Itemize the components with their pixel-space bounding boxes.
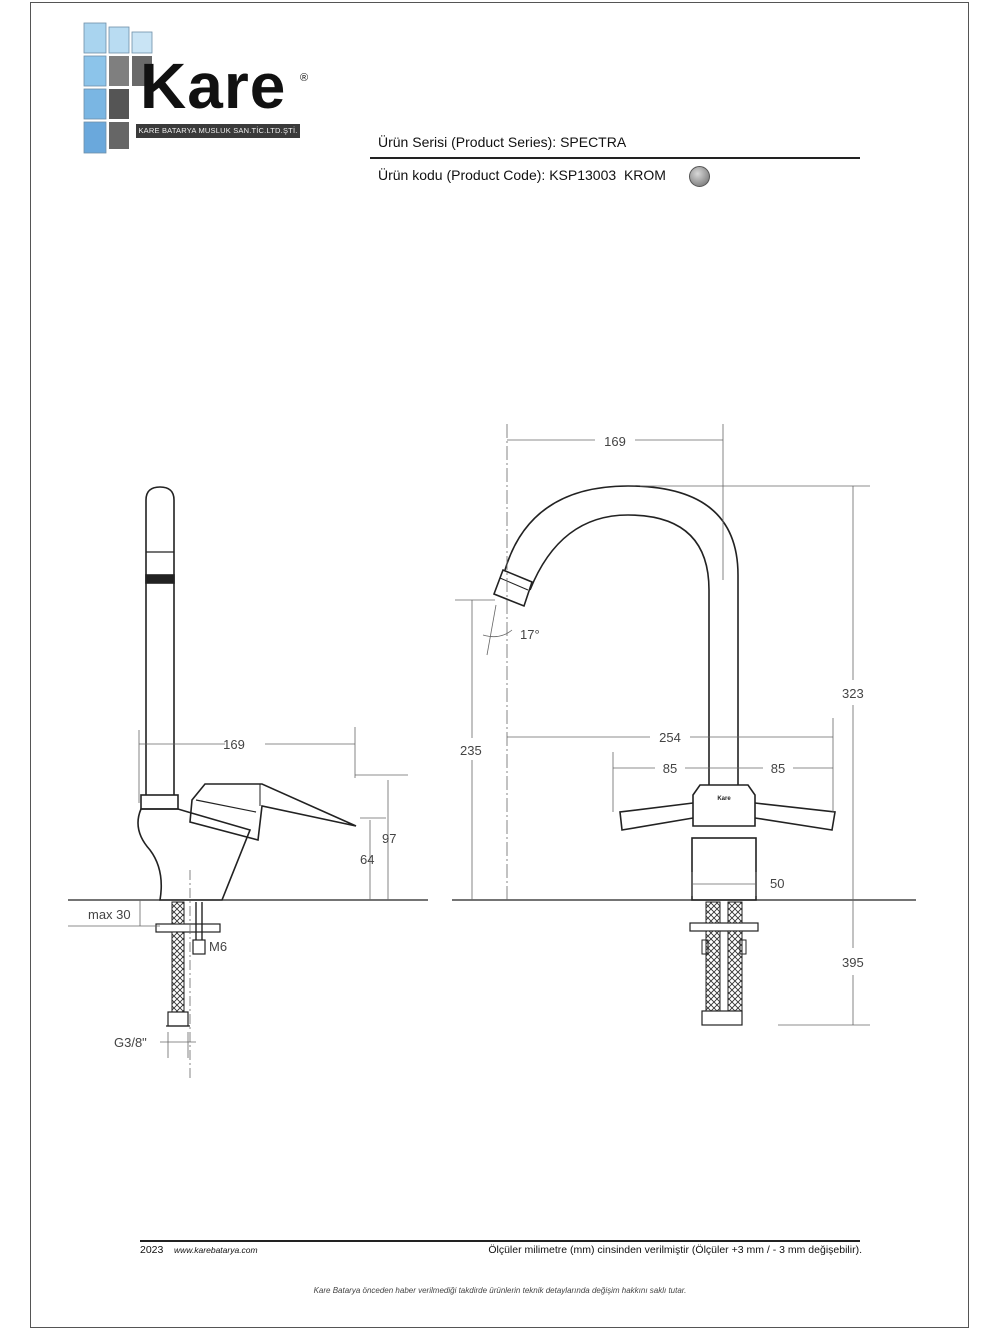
product-code-line: Ürün kodu (Product Code): KSP13003 KROM bbox=[378, 167, 666, 183]
side-collar bbox=[140, 794, 179, 810]
front-spout-outer bbox=[504, 485, 739, 785]
code-value: KSP13003 bbox=[549, 167, 617, 183]
side-mount-plate bbox=[155, 923, 221, 933]
side-thread-label: G3/8" bbox=[114, 1035, 147, 1050]
side-max-thickness-label: max 30 bbox=[88, 907, 131, 922]
front-top-width-label: 169 bbox=[604, 434, 626, 449]
footer-note: Ölçüler milimetre (mm) cinsinden verilmi… bbox=[488, 1244, 862, 1256]
series-value: SPECTRA bbox=[560, 134, 627, 150]
front-total-height-label: 323 bbox=[842, 686, 864, 701]
code-label: Ürün kodu (Product Code): bbox=[378, 167, 546, 183]
front-view bbox=[452, 485, 916, 1026]
series-label: Ürün Serisi (Product Series): bbox=[378, 134, 557, 150]
finish-swatch bbox=[689, 166, 710, 187]
front-lever-head bbox=[692, 784, 756, 827]
side-hose bbox=[171, 931, 185, 1013]
footer-disclaimer: Kare Batarya önceden haber verilmediği t… bbox=[313, 1286, 687, 1295]
front-right-offset-label: 85 bbox=[771, 761, 785, 776]
page-frame bbox=[30, 2, 969, 1328]
front-lever-right bbox=[754, 802, 836, 831]
footer-year: 2023 bbox=[140, 1244, 164, 1256]
front-hose-length-label: 395 bbox=[842, 955, 864, 970]
side-lever bbox=[189, 783, 357, 842]
front-spout-height-label: 235 bbox=[460, 743, 482, 758]
kare-logo bbox=[83, 22, 153, 154]
side-bolt-label: M6 bbox=[209, 939, 227, 954]
front-view-dimensions bbox=[455, 424, 870, 1026]
brand-name: Kare bbox=[140, 50, 287, 122]
side-spout-column bbox=[145, 486, 175, 795]
front-spout-tip bbox=[492, 568, 533, 608]
side-aerator bbox=[145, 574, 175, 584]
front-lever-left bbox=[619, 802, 694, 831]
product-series-line: Ürün Serisi (Product Series): SPECTRA bbox=[378, 134, 626, 150]
side-bolt-nut bbox=[192, 939, 206, 955]
header-divider bbox=[370, 157, 860, 159]
front-body-mark: Kare bbox=[717, 796, 731, 802]
front-body-width-label: 50 bbox=[770, 876, 784, 891]
front-handle-span-label: 254 bbox=[659, 730, 681, 745]
footer-website-link[interactable]: www.karebatarya.com bbox=[174, 1245, 258, 1255]
side-view-dimensions bbox=[68, 727, 408, 1080]
side-view bbox=[68, 486, 428, 1027]
footer-divider bbox=[140, 1240, 860, 1242]
registered-mark: ® bbox=[300, 72, 309, 84]
side-height-97-label: 97 bbox=[382, 831, 396, 846]
side-hose-fitting bbox=[167, 1011, 189, 1027]
front-body bbox=[691, 837, 757, 901]
front-mount-plate bbox=[689, 922, 759, 932]
logo-grid bbox=[83, 22, 153, 154]
side-height-64-label: 64 bbox=[360, 852, 374, 867]
front-angle-label: 17° bbox=[520, 627, 540, 642]
front-spout-inner bbox=[529, 514, 710, 785]
finish-label: KROM bbox=[623, 167, 666, 183]
side-body bbox=[137, 808, 252, 901]
brand-subtitle: KARE BATARYA MUSLUK SAN.TİC.LTD.ŞTİ. bbox=[136, 124, 300, 138]
front-hose-fittings bbox=[701, 1010, 743, 1026]
side-width-label: 169 bbox=[223, 737, 245, 752]
front-left-offset-label: 85 bbox=[663, 761, 677, 776]
